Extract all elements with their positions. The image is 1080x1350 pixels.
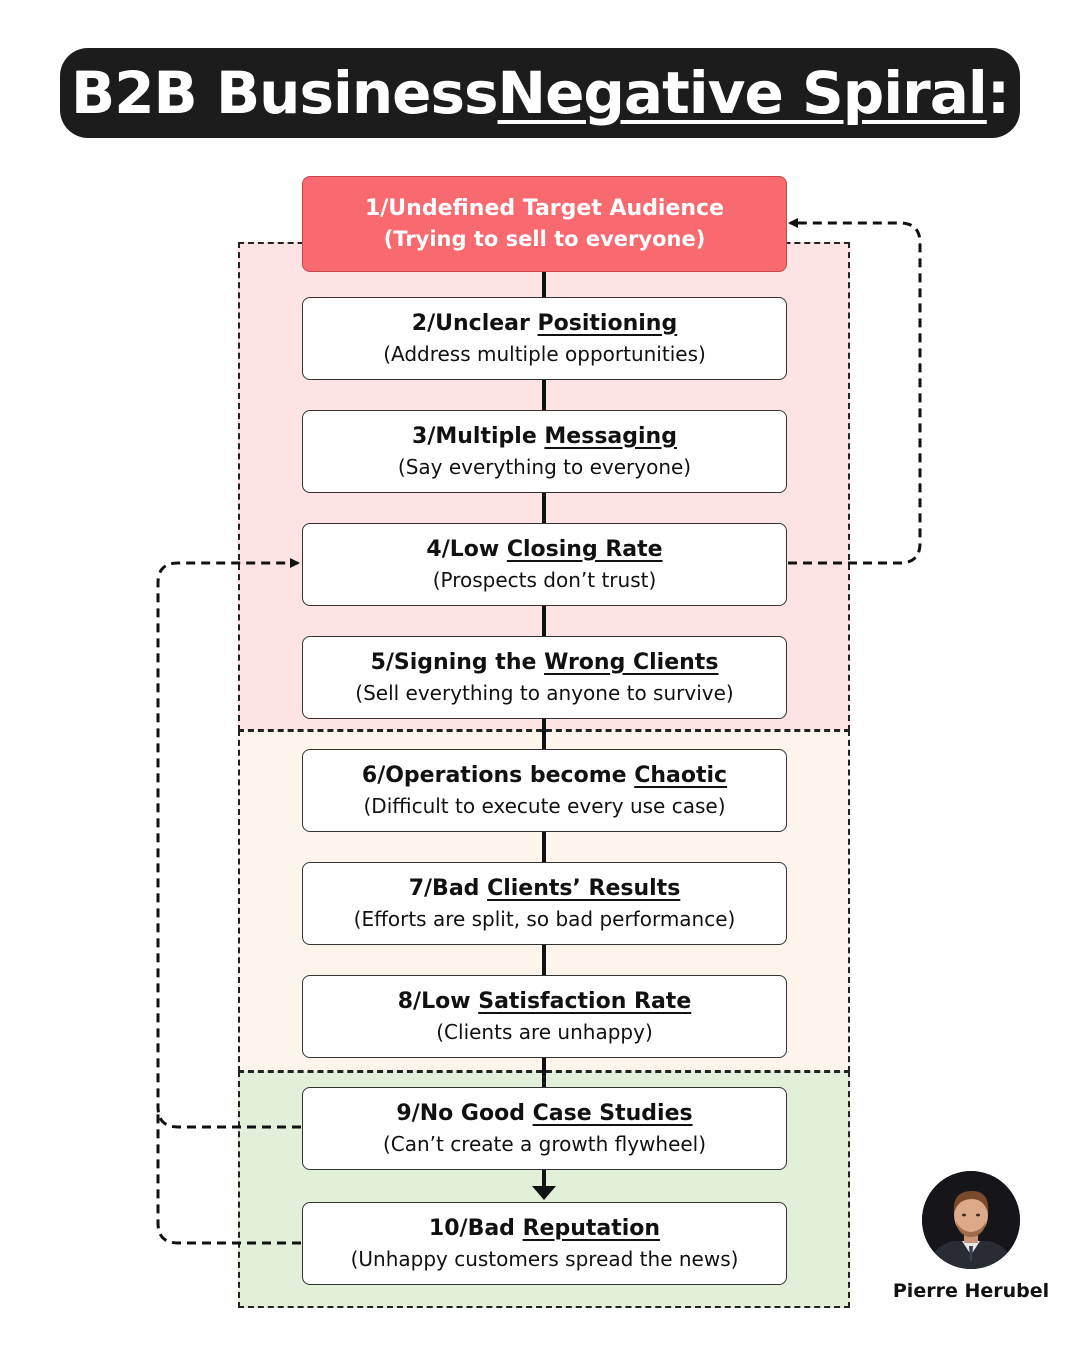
step-keyword: Reputation xyxy=(522,1215,661,1241)
step-subtitle: (Efforts are split, so bad performance) xyxy=(353,906,736,931)
author-name: Pierre Herubel xyxy=(892,1280,1050,1302)
title-text: B2B Business xyxy=(70,59,499,127)
step-title-text: 7/Bad xyxy=(408,875,488,901)
step-title: 8/Low Satisfaction Rate xyxy=(398,987,692,1017)
step-keyword: Case Studies xyxy=(532,1100,693,1126)
step-title: 5/Signing the Wrong Clients xyxy=(371,648,719,678)
step-3: 3/Multiple Messaging (Say everything to … xyxy=(302,410,787,493)
author-avatar xyxy=(922,1171,1020,1269)
step-keyword: Satisfaction Rate xyxy=(478,988,692,1014)
step-title-text: 2/Unclear xyxy=(411,310,538,336)
step-title: 3/Multiple Messaging xyxy=(412,422,677,452)
step-keyword: Positioning xyxy=(537,310,678,336)
step-keyword: Wrong Clients xyxy=(544,649,719,675)
step-2: 2/Unclear Positioning (Address multiple … xyxy=(302,297,787,380)
step-subtitle: (Prospects don’t trust) xyxy=(432,567,657,592)
step-title-text: 9/No Good xyxy=(396,1100,533,1126)
feedback-arrow-9-to-4 xyxy=(156,558,301,1129)
step-title: 6/Operations become Chaotic xyxy=(362,761,727,791)
step-subtitle: (Say everything to everyone) xyxy=(397,454,692,479)
step-title-text: 8/Low xyxy=(397,988,479,1014)
step-title: 4/Low Closing Rate xyxy=(426,535,662,565)
step-title: 1/Undefined Target Audience xyxy=(365,194,724,224)
step-subtitle: (Clients are unhappy) xyxy=(436,1019,653,1044)
step-title-text: 3/Multiple xyxy=(412,423,545,449)
step-keyword: Clients’ Results xyxy=(487,875,681,901)
step-9: 9/No Good Case Studies (Can’t create a g… xyxy=(302,1087,787,1170)
step-subtitle: (Can’t create a growth flywheel) xyxy=(382,1131,707,1156)
step-title-text: 4/Low xyxy=(426,536,507,562)
step-keyword: Messaging xyxy=(544,423,677,449)
step-title-text: 1/Undefined Target Audience xyxy=(364,196,725,221)
flow-connector-line xyxy=(542,268,546,1188)
step-keyword: Closing Rate xyxy=(506,536,663,562)
step-8: 8/Low Satisfaction Rate (Clients are unh… xyxy=(302,975,787,1058)
step-title-text: 5/Signing the xyxy=(370,649,545,675)
step-title: 2/Unclear Positioning xyxy=(412,309,677,339)
step-subtitle: (Difficult to execute every use case) xyxy=(363,793,726,818)
feedback-arrow-10-to-4 xyxy=(156,1107,301,1245)
step-1: 1/Undefined Target Audience (Trying to s… xyxy=(302,176,787,272)
step-subtitle: (Address multiple opportunities) xyxy=(383,341,706,366)
step-title: 7/Bad Clients’ Results xyxy=(409,874,681,904)
step-subtitle: (Sell everything to anyone to survive) xyxy=(355,680,734,705)
flow-arrowhead xyxy=(532,1186,556,1200)
page-title: B2B Business Negative Spiral: xyxy=(60,48,1020,138)
author-portrait xyxy=(922,1171,1020,1269)
feedback-arrow-4-to-1 xyxy=(788,218,922,565)
step-keyword: Chaotic xyxy=(634,762,728,788)
title-colon: : xyxy=(986,59,1010,127)
step-title-text: 6/Operations become xyxy=(361,762,635,788)
step-subtitle: (Unhappy customers spread the news) xyxy=(350,1246,739,1271)
step-5: 5/Signing the Wrong Clients (Sell everyt… xyxy=(302,636,787,719)
step-title: 9/No Good Case Studies xyxy=(396,1099,692,1129)
step-6: 6/Operations become Chaotic (Difficult t… xyxy=(302,749,787,832)
step-title: 10/Bad Reputation xyxy=(429,1214,660,1244)
step-subtitle: (Trying to sell to everyone) xyxy=(383,227,706,251)
title-emphasis: Negative Spiral xyxy=(497,59,988,127)
step-7: 7/Bad Clients’ Results (Efforts are spli… xyxy=(302,862,787,945)
step-10: 10/Bad Reputation (Unhappy customers spr… xyxy=(302,1202,787,1285)
step-4: 4/Low Closing Rate (Prospects don’t trus… xyxy=(302,523,787,606)
step-title-text: 10/Bad xyxy=(428,1215,523,1241)
